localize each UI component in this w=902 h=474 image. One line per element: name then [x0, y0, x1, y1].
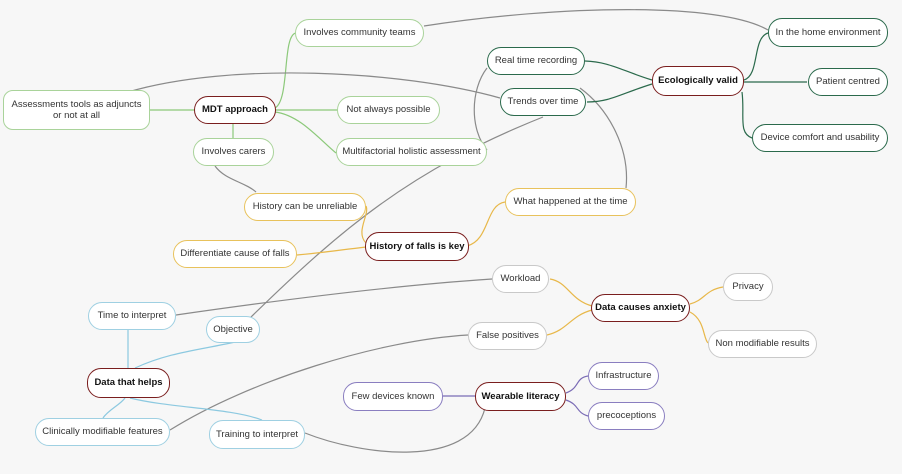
- edge-mdt-multifactorial: [274, 111, 337, 154]
- node-few-devices[interactable]: Few devices known: [343, 382, 443, 411]
- edge-eco-device: [741, 91, 753, 139]
- edge-wearable-infra: [565, 375, 589, 394]
- node-patient-centred[interactable]: Patient centred: [808, 68, 888, 96]
- node-history-unreliable[interactable]: History can be unreliable: [244, 193, 366, 221]
- node-non-modifiable[interactable]: Non modifiable results: [708, 330, 817, 358]
- node-history-of-falls[interactable]: History of falls is key: [365, 232, 469, 261]
- node-data-that-helps[interactable]: Data that helps: [87, 368, 170, 398]
- node-device-comfort[interactable]: Device comfort and usability: [752, 124, 888, 152]
- edge-anxiety-falsepos: [546, 309, 593, 336]
- edge-anxiety-privacy: [689, 286, 724, 305]
- node-trends-over-time[interactable]: Trends over time: [500, 88, 586, 116]
- node-data-causes-anxiety[interactable]: Data causes anxiety: [591, 294, 690, 322]
- node-preconceptions[interactable]: precoceptions: [588, 402, 665, 430]
- node-objective[interactable]: Objective: [206, 316, 260, 343]
- edge-timeinterpret-workload: [175, 278, 493, 316]
- edge-mdt-community: [274, 32, 297, 109]
- edge-community-home: [423, 9, 769, 31]
- edge-history-whathappened: [466, 201, 506, 247]
- edge-objective-trends: [249, 116, 544, 319]
- edge-wearable-precon: [565, 399, 589, 417]
- node-real-time-recording[interactable]: Real time recording: [487, 47, 585, 75]
- node-involves-carers[interactable]: Involves carers: [193, 138, 274, 166]
- edge-clinical-falsepos: [169, 334, 469, 431]
- edge-history-unreliable: [361, 205, 368, 244]
- node-what-happened[interactable]: What happened at the time: [505, 188, 636, 216]
- edge-eco-home: [743, 32, 769, 81]
- edge-wearable-training: [304, 407, 486, 453]
- edge-whathappened-trends: [579, 87, 628, 189]
- node-involves-community-teams[interactable]: Involves community teams: [295, 19, 424, 47]
- node-multifactorial-holistic-assessment[interactable]: Multifactorial holistic assessment: [336, 138, 487, 166]
- edge-anxiety-nonmod: [689, 311, 709, 344]
- node-assessments-tools[interactable]: Assessments tools as adjuncts or not at …: [3, 90, 150, 130]
- edge-eco-realtime: [584, 60, 653, 81]
- edge-helps-objective: [134, 341, 236, 369]
- edge-helps-training: [129, 397, 263, 421]
- node-training-to-interpret[interactable]: Training to interpret: [209, 420, 305, 449]
- node-wearable-literacy[interactable]: Wearable literacy: [475, 382, 566, 411]
- edge-helps-clinical: [102, 397, 126, 419]
- node-workload[interactable]: Workload: [492, 265, 549, 293]
- node-mdt-approach[interactable]: MDT approach: [194, 96, 276, 124]
- node-privacy[interactable]: Privacy: [723, 273, 773, 301]
- node-false-positives[interactable]: False positives: [468, 322, 547, 350]
- node-home-environment[interactable]: In the home environment: [768, 18, 888, 47]
- node-infrastructure[interactable]: Infrastructure: [588, 362, 659, 390]
- edge-eco-trends: [586, 83, 653, 103]
- edge-carers-history: [214, 165, 257, 193]
- node-not-always-possible[interactable]: Not always possible: [337, 96, 440, 124]
- node-clinically-modifiable[interactable]: Clinically modifiable features: [35, 418, 170, 446]
- node-differentiate-cause[interactable]: Differentiate cause of falls: [173, 240, 297, 268]
- node-time-to-interpret[interactable]: Time to interpret: [88, 302, 176, 330]
- node-ecologically-valid[interactable]: Ecologically valid: [652, 66, 744, 96]
- edge-anxiety-workload: [549, 278, 593, 307]
- edge-history-differentiate: [296, 246, 367, 256]
- edge-assessments-trends: [127, 72, 501, 99]
